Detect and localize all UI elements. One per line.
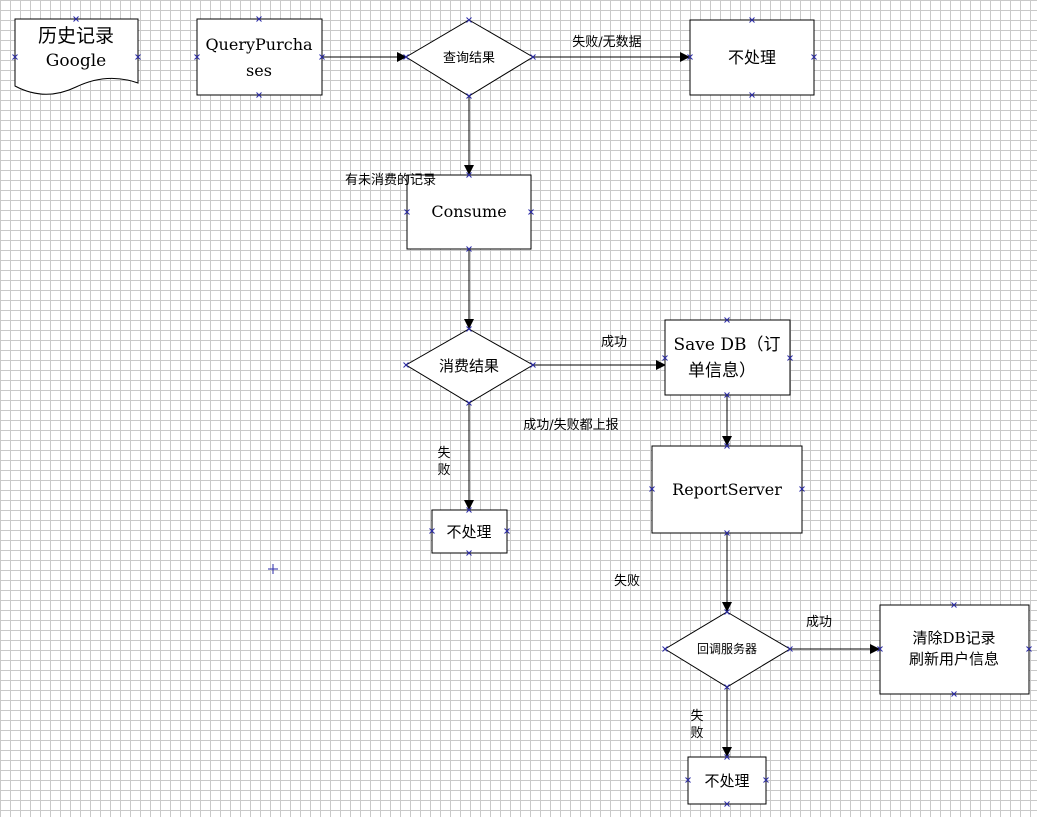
- connection-handle: [724, 392, 730, 398]
- node-query-purchases[interactable]: QueryPurcha ses: [196, 18, 323, 96]
- label-report-both: 成功/失败都上报: [523, 418, 618, 433]
- connection-handle: [1026, 646, 1032, 652]
- connection-handle: [466, 93, 472, 99]
- connection-handle: [466, 17, 472, 23]
- connection-handle: [724, 801, 730, 807]
- connection-handle: [403, 362, 409, 368]
- edges: [322, 52, 880, 757]
- connection-handle: [73, 16, 79, 22]
- connection-handle: [787, 355, 793, 361]
- connection-handles: [12, 16, 1032, 807]
- connection-handle: [256, 16, 262, 22]
- connection-handle: [724, 530, 730, 536]
- node-save-db-line-1: Save DB（订: [674, 335, 781, 355]
- connection-handle: [466, 550, 472, 556]
- node-report-server-label: ReportServer: [672, 480, 782, 499]
- node-consume-result-label: 消费结果: [439, 357, 499, 375]
- connection-handle: [687, 54, 693, 60]
- label-callback-fail-2: 败: [690, 726, 703, 741]
- connection-handle: [787, 646, 793, 652]
- node-consume-label: Consume: [431, 202, 506, 221]
- node-clear-db-line-2: 刷新用户信息: [909, 650, 999, 668]
- connection-handle: [528, 209, 534, 215]
- node-save-db-line-2: 单信息）: [688, 361, 756, 381]
- connection-handle: [763, 777, 769, 783]
- connection-handle: [530, 362, 536, 368]
- connection-handle: [466, 400, 472, 406]
- connection-handle: [649, 486, 655, 492]
- connection-handle: [12, 54, 18, 60]
- edge-labels: 失败/无数据 有未消费的记录 成功 成功/失败都上报 失 败 失败 成功 失 败: [345, 35, 832, 741]
- label-callback-fail-1: 失: [690, 709, 703, 724]
- label-consume-success: 成功: [601, 335, 627, 350]
- label-has-unconsumed: 有未消费的记录: [345, 172, 436, 188]
- node-callback-server[interactable]: 回调服务器: [664, 611, 791, 688]
- connection-handle: [749, 17, 755, 23]
- label-consume-fail-2: 败: [437, 463, 450, 478]
- connection-handle: [724, 317, 730, 323]
- connection-handle: [403, 54, 409, 60]
- node-no-process-1[interactable]: 不处理: [689, 19, 815, 96]
- connection-handle: [256, 92, 262, 98]
- connection-handle: [429, 528, 435, 534]
- connection-handle: [504, 528, 510, 534]
- connection-handle: [530, 54, 536, 60]
- connection-handle: [319, 54, 325, 60]
- connection-handle: [877, 646, 883, 652]
- connection-handle: [724, 684, 730, 690]
- node-no-process-2[interactable]: 不处理: [431, 509, 508, 554]
- node-clear-db[interactable]: 清除DB记录 刷新用户信息: [879, 604, 1030, 695]
- node-consume[interactable]: Consume: [406, 174, 532, 250]
- connection-handle: [404, 209, 410, 215]
- label-query-fail: 失败/无数据: [572, 35, 641, 50]
- canvas-cursor-cross: [268, 564, 278, 574]
- connection-handle: [685, 777, 691, 783]
- label-report-fail: 失败: [614, 574, 640, 589]
- node-no-process-3-label: 不处理: [704, 772, 749, 790]
- connection-handle: [749, 92, 755, 98]
- connection-handle: [662, 646, 668, 652]
- connection-handle: [724, 754, 730, 760]
- connection-handle: [951, 602, 957, 608]
- node-callback-server-label: 回调服务器: [697, 641, 757, 656]
- node-clear-db-line-1: 清除DB记录: [912, 629, 995, 647]
- node-history-google-line-2: Google: [46, 51, 106, 71]
- node-query-result-label: 查询结果: [443, 51, 495, 66]
- connection-handle: [811, 54, 817, 60]
- connection-handle: [724, 443, 730, 449]
- connection-handle: [135, 54, 141, 60]
- node-no-process-3[interactable]: 不处理: [687, 756, 767, 805]
- connection-handle: [724, 609, 730, 615]
- node-query-result[interactable]: 查询结果: [405, 19, 534, 97]
- connection-handle: [194, 54, 200, 60]
- node-save-db[interactable]: Save DB（订 单信息）: [664, 319, 791, 396]
- node-no-process-2-label: 不处理: [446, 523, 491, 541]
- connection-handle: [799, 486, 805, 492]
- label-consume-fail-1: 失: [437, 446, 450, 461]
- connection-handle: [662, 355, 668, 361]
- connection-handle: [466, 246, 472, 252]
- connection-handle: [466, 507, 472, 513]
- node-query-purchases-line-1: QueryPurcha: [205, 35, 313, 54]
- connection-handle: [951, 691, 957, 697]
- node-report-server[interactable]: ReportServer: [651, 445, 803, 534]
- node-history-google[interactable]: 历史记录 Google: [14, 18, 139, 95]
- node-no-process-1-label: 不处理: [728, 48, 776, 67]
- node-consume-result[interactable]: 消费结果: [405, 328, 534, 404]
- node-history-google-line-1: 历史记录: [38, 25, 114, 47]
- label-callback-success: 成功: [806, 615, 832, 630]
- connection-handle: [466, 326, 472, 332]
- node-query-purchases-line-2: ses: [246, 61, 272, 80]
- connection-handle: [466, 172, 472, 178]
